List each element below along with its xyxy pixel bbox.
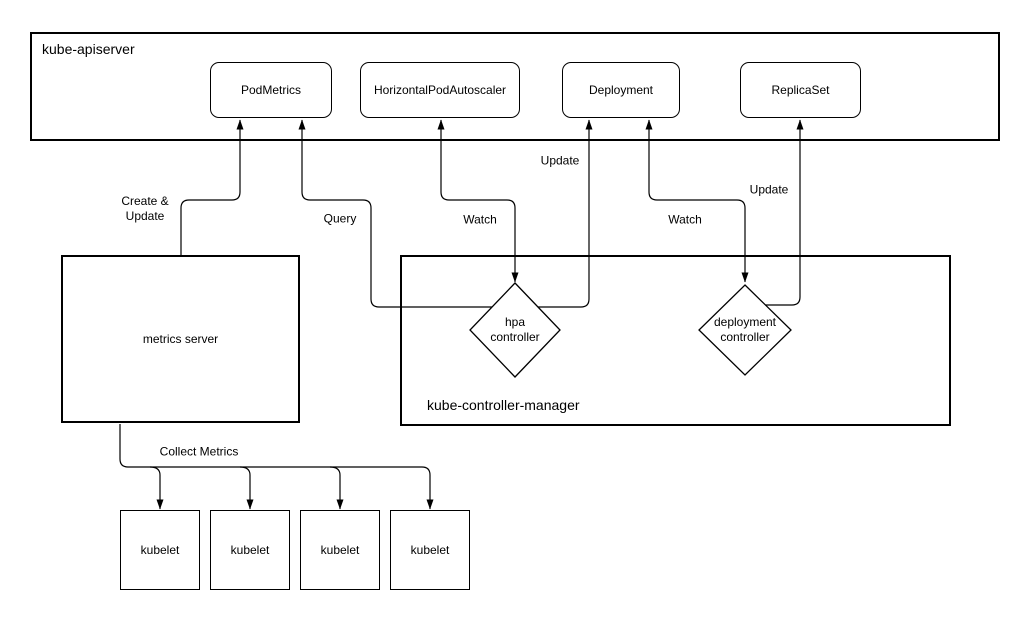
edge-label-update-replicaset: Update: [747, 182, 791, 198]
edge-label-watch-hpa: Watch: [461, 212, 499, 228]
node-horizontalpodautoscaler-label: HorizontalPodAutoscaler: [373, 83, 507, 97]
node-replicaset: ReplicaSet: [740, 62, 861, 118]
node-kubelet-4-label: kubelet: [410, 543, 450, 557]
node-horizontalpodautoscaler: HorizontalPodAutoscaler: [360, 62, 520, 118]
edge-query: [298, 119, 515, 308]
edge-label-update-deployment: Update: [538, 153, 582, 169]
node-deployment: Deployment: [562, 62, 680, 118]
edge-label-watch-deployment: Watch: [666, 212, 704, 228]
node-kubelet-2-label: kubelet: [230, 543, 270, 557]
node-kubelet-1-label: kubelet: [140, 543, 180, 557]
kube-apiserver-title: kube-apiserver: [42, 41, 135, 57]
node-podmetrics-label: PodMetrics: [240, 83, 302, 97]
edge-watch-deployment: [645, 119, 749, 283]
edge-label-create-update: Create & Update: [119, 194, 171, 224]
node-kubelet-3: kubelet: [300, 510, 380, 590]
edge-label-query: Query: [321, 211, 359, 227]
node-metrics-server: metrics server: [61, 255, 300, 423]
node-hpa-controller-diamond: [469, 282, 561, 378]
edge-collect-metrics-branch-1: [149, 466, 164, 510]
node-podmetrics: PodMetrics: [210, 62, 332, 118]
node-deployment-controller-label: deployment controller: [714, 315, 776, 345]
edge-update-deployment: [515, 119, 593, 308]
edge-collect-metrics-branch-2: [239, 466, 254, 510]
edge-collect-metrics-branch-3: [329, 466, 344, 510]
deployment-controller-line1: deployment: [713, 315, 777, 329]
node-kubelet-3-label: kubelet: [320, 543, 360, 557]
node-kubelet-4: kubelet: [390, 510, 470, 590]
node-kubelet-1: kubelet: [120, 510, 200, 590]
deployment-controller-line2: controller: [720, 330, 770, 344]
edge-label-collect-metrics: Collect Metrics: [157, 444, 241, 460]
node-kubelet-2: kubelet: [210, 510, 290, 590]
node-deployment-label: Deployment: [588, 83, 654, 97]
edge-label-create-update-line2: Update: [125, 209, 165, 223]
edge-watch-hpa: [437, 119, 519, 283]
node-hpa-controller-label: hpa controller: [490, 315, 539, 345]
node-deployment-controller-diamond: [698, 284, 792, 376]
kube-controller-manager-title: kube-controller-manager: [427, 397, 580, 413]
edge-update-replicaset: [745, 119, 804, 306]
node-replicaset-label: ReplicaSet: [771, 83, 830, 97]
edge-collect-metrics-trunk: [119, 424, 434, 510]
hpa-controller-line2: controller: [490, 330, 540, 344]
edge-label-create-update-line1: Create &: [121, 194, 169, 208]
node-metrics-server-label: metrics server: [142, 332, 219, 346]
hpa-controller-line1: hpa: [504, 315, 526, 329]
edge-create-update: [180, 119, 244, 256]
